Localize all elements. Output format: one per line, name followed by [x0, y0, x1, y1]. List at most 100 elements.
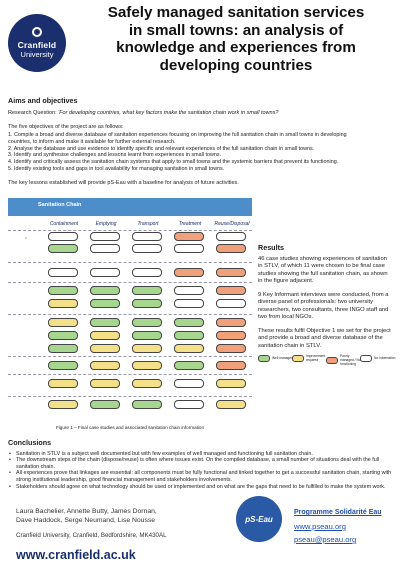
case-cell — [132, 318, 162, 327]
conclusions-list: Sanitation in STLV is a subject well doc… — [8, 451, 392, 491]
row-divider — [8, 282, 252, 283]
case-cell — [174, 286, 204, 295]
conclusions-section: Conclusions Sanitation in STLV is a subj… — [8, 438, 392, 491]
case-cell — [216, 286, 246, 295]
case-cell — [90, 361, 120, 370]
case-cell — [132, 331, 162, 340]
case-cell — [174, 361, 204, 370]
legend-swatch — [292, 355, 304, 363]
case-cell — [48, 232, 78, 241]
case-cell — [90, 232, 120, 241]
legend-item: Poorly managed / Not functioning — [326, 354, 362, 366]
row-divider — [8, 314, 252, 315]
case-cell — [90, 268, 120, 277]
case-cell — [216, 331, 246, 340]
case-cell — [174, 318, 204, 327]
case-cell — [174, 299, 204, 308]
stage-label: Treatment — [178, 221, 202, 227]
band-label: Sanitation Chain — [38, 202, 82, 208]
sanitation-chain-band: Sanitation Chain — [8, 198, 252, 216]
legend-swatch — [326, 357, 338, 365]
stage-label: Transport — [137, 221, 159, 227]
case-cell — [90, 318, 120, 327]
row-divider — [8, 230, 252, 231]
case-cell — [90, 299, 120, 308]
aims-heading: Aims and objectives — [8, 96, 78, 105]
pseau-logo: pS-Eau — [236, 496, 282, 542]
conclusion-item: The downstream steps of the chain (dispo… — [8, 457, 392, 470]
poster-title: Safely managed sanitation services in sm… — [80, 4, 392, 74]
case-cell — [132, 268, 162, 277]
cranfield-url-link[interactable]: www.cranfield.ac.uk — [16, 548, 136, 562]
case-cell — [132, 244, 162, 253]
case-cell — [216, 400, 246, 409]
sanitation-chain-figure: Sanitation Chain Containment Emptying Tr… — [8, 198, 252, 420]
case-cell — [90, 379, 120, 388]
case-cell — [90, 331, 120, 340]
objective-item: countries, to inform and make it availab… — [8, 138, 176, 145]
cranfield-logo: Cranfield University — [8, 14, 66, 72]
rq-prefix: Research Question: — [8, 110, 59, 116]
objectives-list: 1. Compile a broad and diverse database … — [8, 132, 392, 173]
authors-line: Laura Bachelier, Annette Butty, James Do… — [16, 508, 157, 515]
row-divider — [8, 374, 252, 375]
results-paragraph: 9 Key Informant interviews were conducte… — [258, 292, 389, 321]
stage-label: Containment — [49, 221, 79, 227]
conclusions-heading: Conclusions — [8, 438, 52, 447]
programme-link[interactable]: Programme Solidarité Eau — [294, 509, 382, 516]
stage-label: Emptying — [95, 221, 117, 227]
case-cell — [216, 379, 246, 388]
legend-item: No information — [360, 355, 396, 362]
case-cell — [132, 361, 162, 370]
case-cell — [132, 344, 162, 353]
rq-text: 'For developing countries, what key fact… — [58, 110, 279, 116]
case-cell — [48, 361, 78, 370]
legend-swatch — [258, 355, 270, 362]
case-cell — [90, 400, 120, 409]
pseau-website-link[interactable]: www.pseau.org — [294, 522, 346, 531]
stage-label: Reuse/Disposal — [214, 221, 250, 227]
poster-header: Cranfield University Safely managed sani… — [0, 0, 400, 90]
objective-item: 5. Identify existing tools and gaps in t… — [8, 165, 225, 172]
case-cell — [48, 379, 78, 388]
case-cell — [216, 299, 246, 308]
case-cell — [132, 232, 162, 241]
logo-name: Cranfield — [17, 40, 57, 50]
case-cell — [216, 361, 246, 370]
conclusion-item: Sanitation in STLV is a subject well doc… — [8, 451, 392, 458]
results-heading: Results — [258, 243, 284, 252]
case-cell — [132, 400, 162, 409]
objectives-closing: The key lessons established will provide… — [8, 180, 239, 186]
case-cell — [48, 268, 78, 277]
objective-item: 1. Compile a broad and diverse database … — [8, 132, 347, 138]
legend-swatch — [360, 355, 372, 362]
case-cell — [216, 344, 246, 353]
case-cell — [174, 268, 204, 277]
case-cell — [174, 344, 204, 353]
objectives-intro: The five objectives of the project are a… — [8, 124, 124, 130]
legend-label: No information — [374, 355, 396, 360]
authors-line: Dave Haddock, Serge Neumand, Lise Nousse — [16, 516, 156, 524]
objective-item: 3. Identify and synthesise challenges an… — [8, 152, 222, 159]
pseau-email-link[interactable]: pseau@pseau.org — [294, 535, 357, 544]
objective-item: 2. Analyse the database and use evidence… — [8, 145, 315, 152]
row-divider — [8, 396, 252, 397]
authors: Laura Bachelier, Annette Butty, James Do… — [16, 508, 157, 525]
case-cell — [48, 331, 78, 340]
logo-sub: University — [20, 50, 54, 59]
case-cell — [48, 400, 78, 409]
title-line: Safely managed sanitation services — [107, 4, 365, 21]
conclusion-item: Stakeholders should agree on what techno… — [8, 484, 392, 491]
title-line: in small towns: an analysis of — [128, 21, 344, 39]
legend-label: Improvement required — [306, 354, 326, 362]
legend-label: Well managed — [272, 355, 294, 360]
case-cell — [216, 268, 246, 277]
case-cell — [48, 318, 78, 327]
case-cell — [174, 400, 204, 409]
legend-item: Well managed — [258, 355, 294, 362]
case-cell — [132, 299, 162, 308]
case-cell — [174, 331, 204, 340]
conclusion-item: All experiences prove that linkages are … — [8, 470, 392, 483]
figure-legend: Well managed Improvement required Poorly… — [258, 354, 395, 371]
case-cell — [174, 379, 204, 388]
